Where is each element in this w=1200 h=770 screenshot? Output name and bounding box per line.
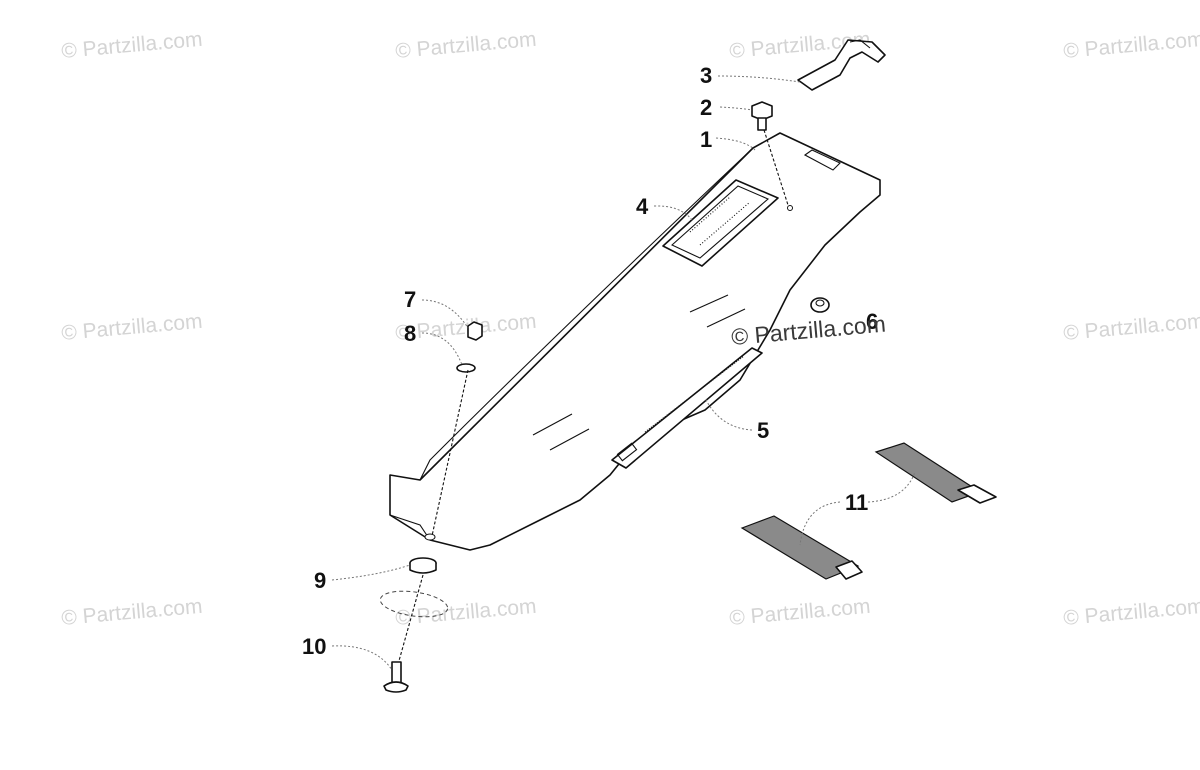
part-4-warning-decal bbox=[662, 179, 779, 267]
screw-shank bbox=[391, 661, 402, 685]
vent-slot bbox=[689, 294, 729, 313]
vent-slot bbox=[706, 308, 746, 328]
mount-hole bbox=[787, 205, 793, 211]
watermark: © Partzilla.com bbox=[60, 595, 203, 630]
callout-4: 4 bbox=[636, 194, 649, 219]
grip-pad-lower-tab bbox=[835, 560, 863, 580]
grommet-hole bbox=[815, 299, 825, 307]
guard-plate-slot bbox=[803, 149, 841, 171]
leader-9 bbox=[331, 564, 411, 581]
leader-5 bbox=[704, 397, 753, 431]
warning-decal-inner bbox=[671, 185, 770, 259]
vent-slot bbox=[549, 428, 590, 451]
grommet bbox=[810, 297, 830, 313]
part-6-grommet bbox=[810, 297, 830, 313]
callout-8: 8 bbox=[404, 321, 416, 346]
part-9-spacer bbox=[409, 557, 437, 574]
leader-4 bbox=[653, 205, 693, 221]
leader-11-lower bbox=[799, 501, 841, 546]
leader-lines bbox=[331, 75, 916, 671]
warning-decal bbox=[662, 179, 779, 267]
guard-plate-fold-line bbox=[419, 147, 754, 481]
long-decal bbox=[611, 347, 763, 469]
leader-3 bbox=[717, 75, 801, 83]
warning-decal-text bbox=[699, 201, 751, 246]
leader-7 bbox=[421, 299, 469, 329]
watermark: © Partzilla.com bbox=[60, 28, 203, 63]
callout-11: 11 bbox=[845, 490, 868, 515]
clip bbox=[797, 39, 886, 91]
callout-labels: 3 2 1 4 5 6 7 8 9 10 11 bbox=[302, 63, 878, 659]
long-decal-logo bbox=[616, 442, 638, 462]
bolt-shank bbox=[757, 117, 767, 131]
callout-9: 9 bbox=[314, 568, 326, 593]
watermark: © Partzilla.com bbox=[1062, 595, 1200, 630]
spacer-side bbox=[409, 563, 437, 574]
watermark: © Partzilla.com bbox=[1062, 28, 1200, 63]
washer bbox=[456, 363, 476, 373]
part-5-long-decal bbox=[611, 347, 763, 469]
callout-5: 5 bbox=[757, 418, 769, 443]
callout-2: 2 bbox=[700, 95, 712, 120]
part-7-nut bbox=[467, 321, 483, 341]
part-10-screw bbox=[383, 661, 409, 693]
screw-head bbox=[383, 681, 409, 693]
part-2-bolt bbox=[751, 101, 789, 206]
leader-8 bbox=[421, 332, 463, 366]
callout-10: 10 bbox=[302, 634, 326, 659]
vent-slot bbox=[532, 413, 573, 436]
assembly-reference-ellipse bbox=[379, 590, 449, 618]
leader-2 bbox=[719, 106, 753, 111]
part-3-clip bbox=[797, 39, 886, 91]
screw-axis bbox=[396, 574, 424, 669]
grip-pad-lower bbox=[740, 515, 860, 580]
callout-1: 1 bbox=[700, 127, 712, 152]
fastener-axis bbox=[431, 369, 469, 537]
bolt-axis bbox=[763, 129, 789, 206]
clip-detail bbox=[849, 39, 871, 49]
grip-pad-upper-tab bbox=[957, 484, 997, 504]
part-11-grip-pads bbox=[740, 442, 997, 580]
part-8-washer bbox=[456, 363, 476, 373]
long-decal-text bbox=[644, 355, 745, 433]
leader-10 bbox=[331, 645, 393, 671]
watermark: © Partzilla.com bbox=[728, 595, 871, 630]
callout-6: 6 bbox=[866, 309, 878, 334]
callout-7: 7 bbox=[404, 287, 416, 312]
callout-3: 3 bbox=[700, 63, 712, 88]
bolt-head bbox=[751, 101, 773, 121]
watermark: © Partzilla.com bbox=[1062, 310, 1200, 345]
mount-hole bbox=[424, 533, 436, 541]
leader-1 bbox=[715, 137, 756, 151]
leader-11-upper bbox=[867, 471, 916, 503]
watermark: © Partzilla.com bbox=[60, 310, 203, 345]
nut bbox=[467, 321, 483, 341]
watermark: © Partzilla.com bbox=[394, 28, 537, 63]
